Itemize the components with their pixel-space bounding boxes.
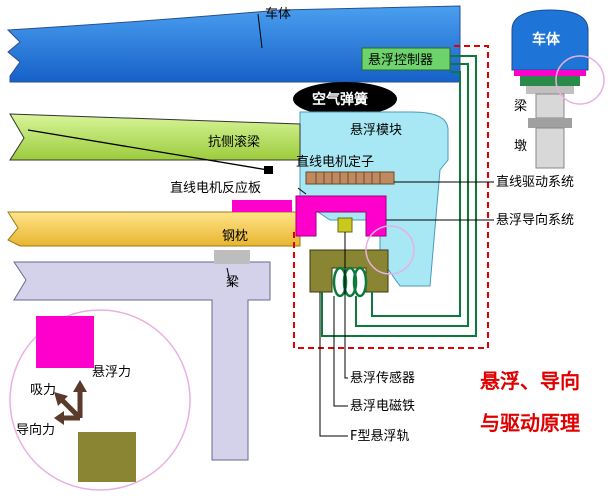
- controller-box: [361, 47, 451, 71]
- title-line-2: 与驱动原理: [480, 411, 580, 435]
- title-line-1: 悬浮、导向: [480, 369, 580, 393]
- zoom-circle-main: [365, 225, 415, 275]
- reaction-plate: [232, 200, 292, 212]
- anti-roll-joint: [264, 166, 273, 174]
- force-lift-label: 悬浮力: [92, 365, 131, 380]
- electromagnet-coils: [332, 266, 368, 298]
- air-spring: [293, 82, 397, 116]
- sensor-block: [337, 217, 353, 233]
- inset-beam-label: 梁: [514, 99, 527, 114]
- guide-magnet: [295, 195, 387, 237]
- f-rail: [309, 249, 389, 293]
- car-body-label: 车体: [265, 6, 291, 22]
- lift-arrowhead: [73, 380, 87, 392]
- force-inset-rail: [78, 432, 136, 482]
- force-arrows: [58, 388, 83, 421]
- bottom-callouts: [319, 232, 348, 437]
- force-inset-magnet: [36, 316, 94, 368]
- force-guide-label: 导向力: [16, 422, 55, 438]
- beam-pointer: [226, 267, 232, 287]
- guide-arrowhead: [54, 411, 64, 425]
- inset-train-pier: [511, 9, 605, 169]
- electromagnet-label: 悬浮电磁铁: [350, 399, 415, 414]
- car-body: [6, 5, 461, 83]
- car-body-pointer: [257, 13, 263, 49]
- control-wires: [321, 55, 477, 337]
- drive-system-label: 直线驱动系统: [496, 175, 574, 190]
- sleeper-label: 钢枕: [222, 229, 248, 244]
- anti-roll-rod: [27, 129, 269, 171]
- controller-label: 悬浮控制器: [368, 53, 433, 68]
- force-inset: [9, 309, 191, 491]
- beam-label: 梁: [226, 275, 239, 290]
- anti-roll-beam: [9, 113, 301, 161]
- steel-sleeper: [7, 211, 301, 247]
- reaction-plate-label: 直线电机反应板: [170, 180, 261, 196]
- stator-windings: [315, 172, 381, 184]
- force-attract-label: 吸力: [30, 383, 56, 398]
- levitation-module-label: 悬浮模块: [350, 123, 402, 138]
- attract-arrowhead: [54, 392, 68, 406]
- sensor-label: 悬浮传感器: [350, 370, 415, 386]
- guideway-beam: [13, 261, 271, 461]
- reaction-plate-pointer: [297, 187, 307, 195]
- air-spring-label: 空气弹簧: [312, 91, 368, 108]
- beam-pad: [214, 250, 250, 264]
- right-callouts: [386, 181, 494, 221]
- inset-pier-label: 墩: [514, 139, 527, 154]
- inset-car-body-label: 车体: [532, 31, 561, 48]
- stator-coil: [305, 171, 395, 185]
- anti-roll-label: 抗侧滚梁: [208, 134, 260, 150]
- stator-label: 直线电机定子: [296, 155, 374, 170]
- guide-system-label: 悬浮导向系统: [496, 212, 574, 228]
- f-rail-label: F型悬浮轨: [350, 429, 409, 444]
- levitation-unit-boundary: [293, 45, 489, 349]
